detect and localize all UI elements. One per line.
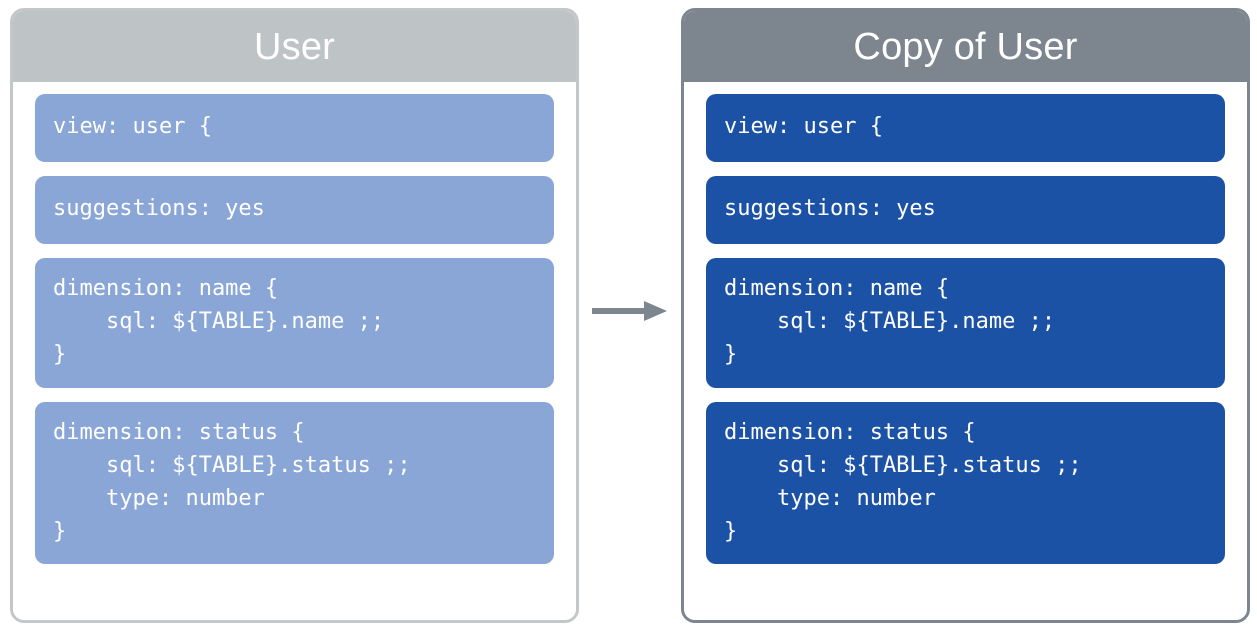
code-block-dimension-name[interactable]: dimension: name { sql: ${TABLE}.name ;; … xyxy=(35,258,554,388)
panel-copy-header: Copy of User xyxy=(684,11,1247,82)
panel-copy-body: view: user { suggestions: yes dimension:… xyxy=(684,82,1247,620)
arrow-right-icon xyxy=(592,298,668,324)
arrow-right-glyph xyxy=(592,301,667,321)
panel-source-title: User xyxy=(253,25,336,68)
panel-source-user[interactable]: User view: user { suggestions: yes dimen… xyxy=(10,8,579,623)
code-block-view[interactable]: view: user { xyxy=(706,94,1225,162)
panel-source-header: User xyxy=(13,11,576,82)
panel-source-body: view: user { suggestions: yes dimension:… xyxy=(13,82,576,620)
code-block-suggestions[interactable]: suggestions: yes xyxy=(35,176,554,244)
code-block-dimension-status[interactable]: dimension: status { sql: ${TABLE}.status… xyxy=(35,402,554,564)
panel-copy-title: Copy of User xyxy=(853,25,1078,68)
code-block-view[interactable]: view: user { xyxy=(35,94,554,162)
panel-copy-of-user[interactable]: Copy of User view: user { suggestions: y… xyxy=(681,8,1250,623)
code-block-suggestions[interactable]: suggestions: yes xyxy=(706,176,1225,244)
code-block-dimension-name[interactable]: dimension: name { sql: ${TABLE}.name ;; … xyxy=(706,258,1225,388)
code-block-dimension-status[interactable]: dimension: status { sql: ${TABLE}.status… xyxy=(706,402,1225,564)
